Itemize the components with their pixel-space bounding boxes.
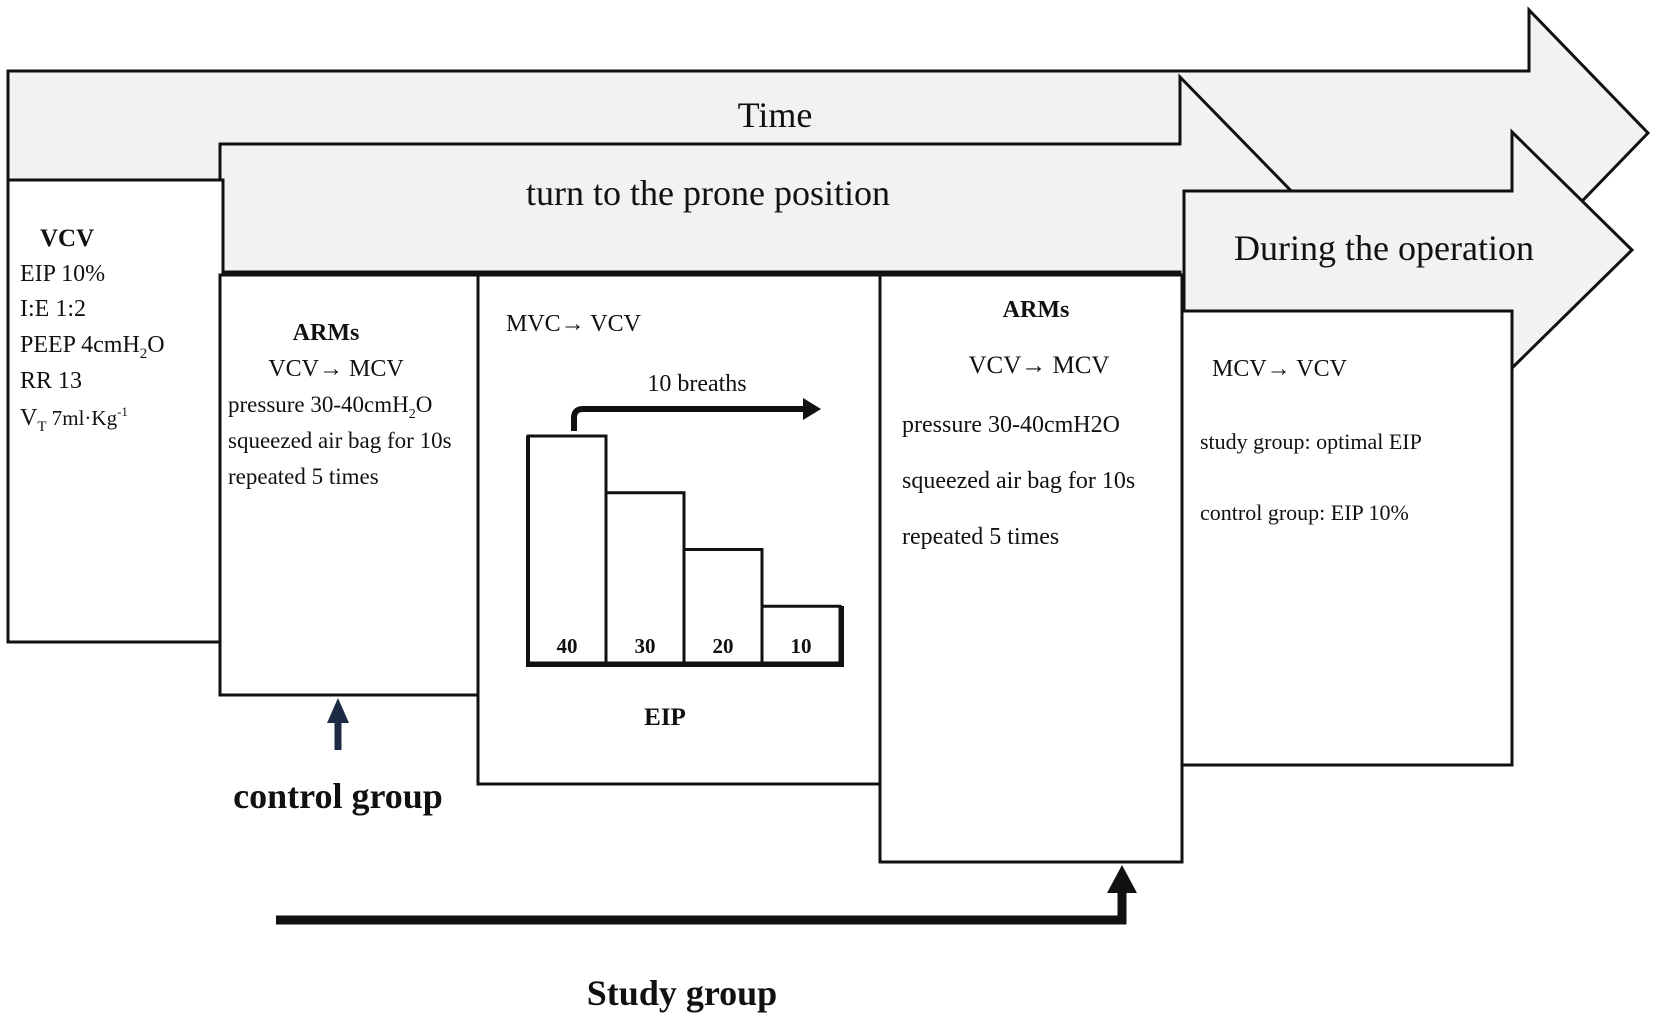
titration-mode: MVC→ VCV [506, 311, 642, 337]
eip-axis-label: EIP [644, 704, 686, 731]
arms2-pressure: pressure 30-40cmH2O [902, 412, 1120, 438]
prone-label: turn to the prone position [526, 173, 890, 213]
eip-bar-label-40: 40 [557, 634, 578, 658]
time-label: Time [738, 95, 813, 135]
arms2-box [878, 273, 1184, 864]
eip-bar-20 [682, 548, 764, 665]
operation-control: control group: EIP 10% [1200, 500, 1409, 525]
operation-study: study group: optimal EIP [1200, 429, 1422, 454]
eip-bar-label-10: 10 [791, 634, 812, 658]
arms1-box [218, 273, 482, 697]
eip-bar-chart: 40 30 20 10 [526, 434, 844, 667]
vcv-vt: VT 7ml·Kg-1 [20, 404, 128, 435]
vcv-eip: EIP 10% [20, 261, 105, 287]
control-arrow-head [327, 698, 349, 723]
arms1-pressure: pressure 30-40cmH2O [228, 392, 432, 422]
eip-bar-30 [604, 491, 686, 665]
control-group-label: control group [233, 776, 443, 816]
breaths-label: 10 breaths [647, 371, 746, 397]
arms1-repeat: repeated 5 times [228, 464, 379, 489]
study-group-label: Study group [587, 973, 777, 1013]
study-arrow-head [1107, 865, 1137, 893]
arms2-squeeze: squeezed air bag for 10s [902, 468, 1135, 494]
study-arrow-line [276, 892, 1127, 925]
eip-bar-label-30: 30 [635, 634, 656, 658]
breaths-arrow-head [803, 398, 821, 420]
operation-label: During the operation [1234, 228, 1534, 268]
eip-bar-label-20: 20 [713, 634, 734, 658]
arms2-repeat: repeated 5 times [902, 524, 1059, 550]
vcv-ie: I:E 1:2 [20, 296, 86, 322]
vcv-title: VCV [40, 225, 94, 252]
breaths-arrow [571, 406, 808, 431]
operation-mode: MCV→ VCV [1212, 356, 1348, 382]
eip-axis [526, 436, 844, 667]
operation-box [1180, 309, 1514, 767]
vcv-box [6, 178, 225, 644]
vcv-rr: RR 13 [20, 368, 82, 394]
arms1-title: ARMs [293, 320, 360, 346]
arms2-title: ARMs [1003, 297, 1070, 323]
arms1-squeeze: squeezed air bag for 10s [228, 428, 452, 453]
vcv-peep: PEEP 4cmH2O [20, 332, 165, 362]
arms1-mode: VCV→ MCV [268, 356, 404, 382]
eip-bar-40 [526, 434, 608, 665]
arms2-mode: VCV→ MCV [969, 352, 1110, 379]
